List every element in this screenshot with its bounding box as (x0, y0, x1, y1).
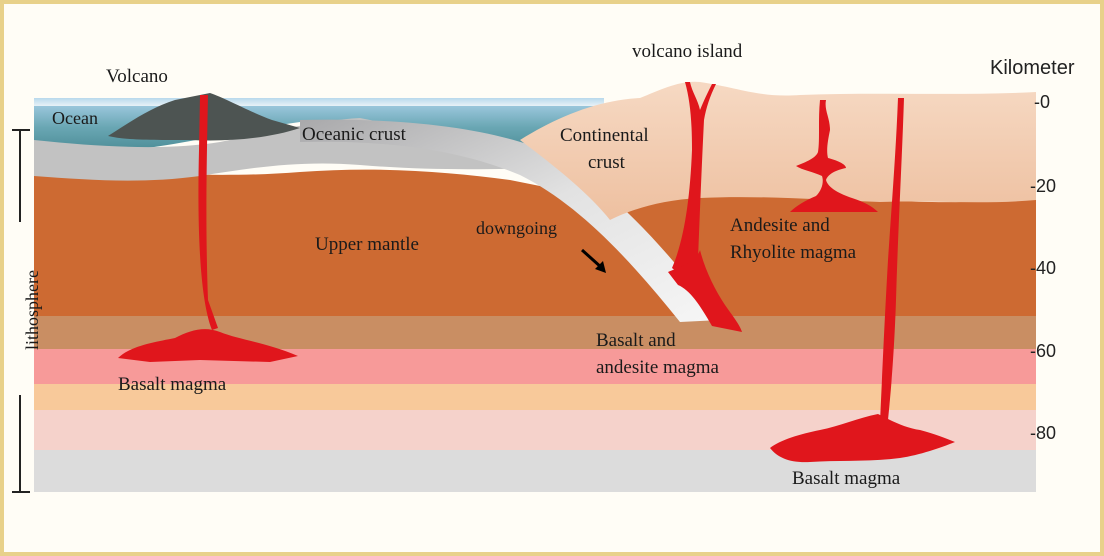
kilometer-label: Kilometer (990, 57, 1075, 79)
continental-crust-label-1: Continental (560, 125, 649, 146)
continental-crust-label-2: crust (588, 152, 626, 173)
lithosphere-label: lithosphere (22, 270, 42, 350)
scale-tick-20: -20 (1030, 176, 1056, 196)
basalt-andesite-label-2: andesite magma (596, 357, 719, 378)
andesite-label-1: Andesite and (730, 215, 830, 236)
volcano-label: Volcano (106, 66, 168, 87)
ocean-label: Ocean (52, 108, 98, 128)
basalt-magma-right-label: Basalt magma (792, 468, 901, 489)
downgoing-label: downgoing (476, 218, 557, 238)
basalt-magma-left-label: Basalt magma (118, 374, 227, 395)
scale-tick-40: -40 (1030, 258, 1056, 278)
scale-tick-0: -0 (1034, 92, 1050, 112)
oceanic-crust-label: Oceanic crust (302, 124, 407, 145)
upper-mantle-label: Upper mantle (315, 234, 419, 255)
sky-strip (34, 98, 604, 106)
scale-tick-60: -60 (1030, 341, 1056, 361)
volcano-island-label: volcano island (632, 41, 743, 62)
scale-tick-80: -80 (1030, 423, 1056, 443)
basalt-andesite-label-1: Basalt and (596, 330, 676, 351)
andesite-label-2: Rhyolite magma (730, 242, 857, 263)
